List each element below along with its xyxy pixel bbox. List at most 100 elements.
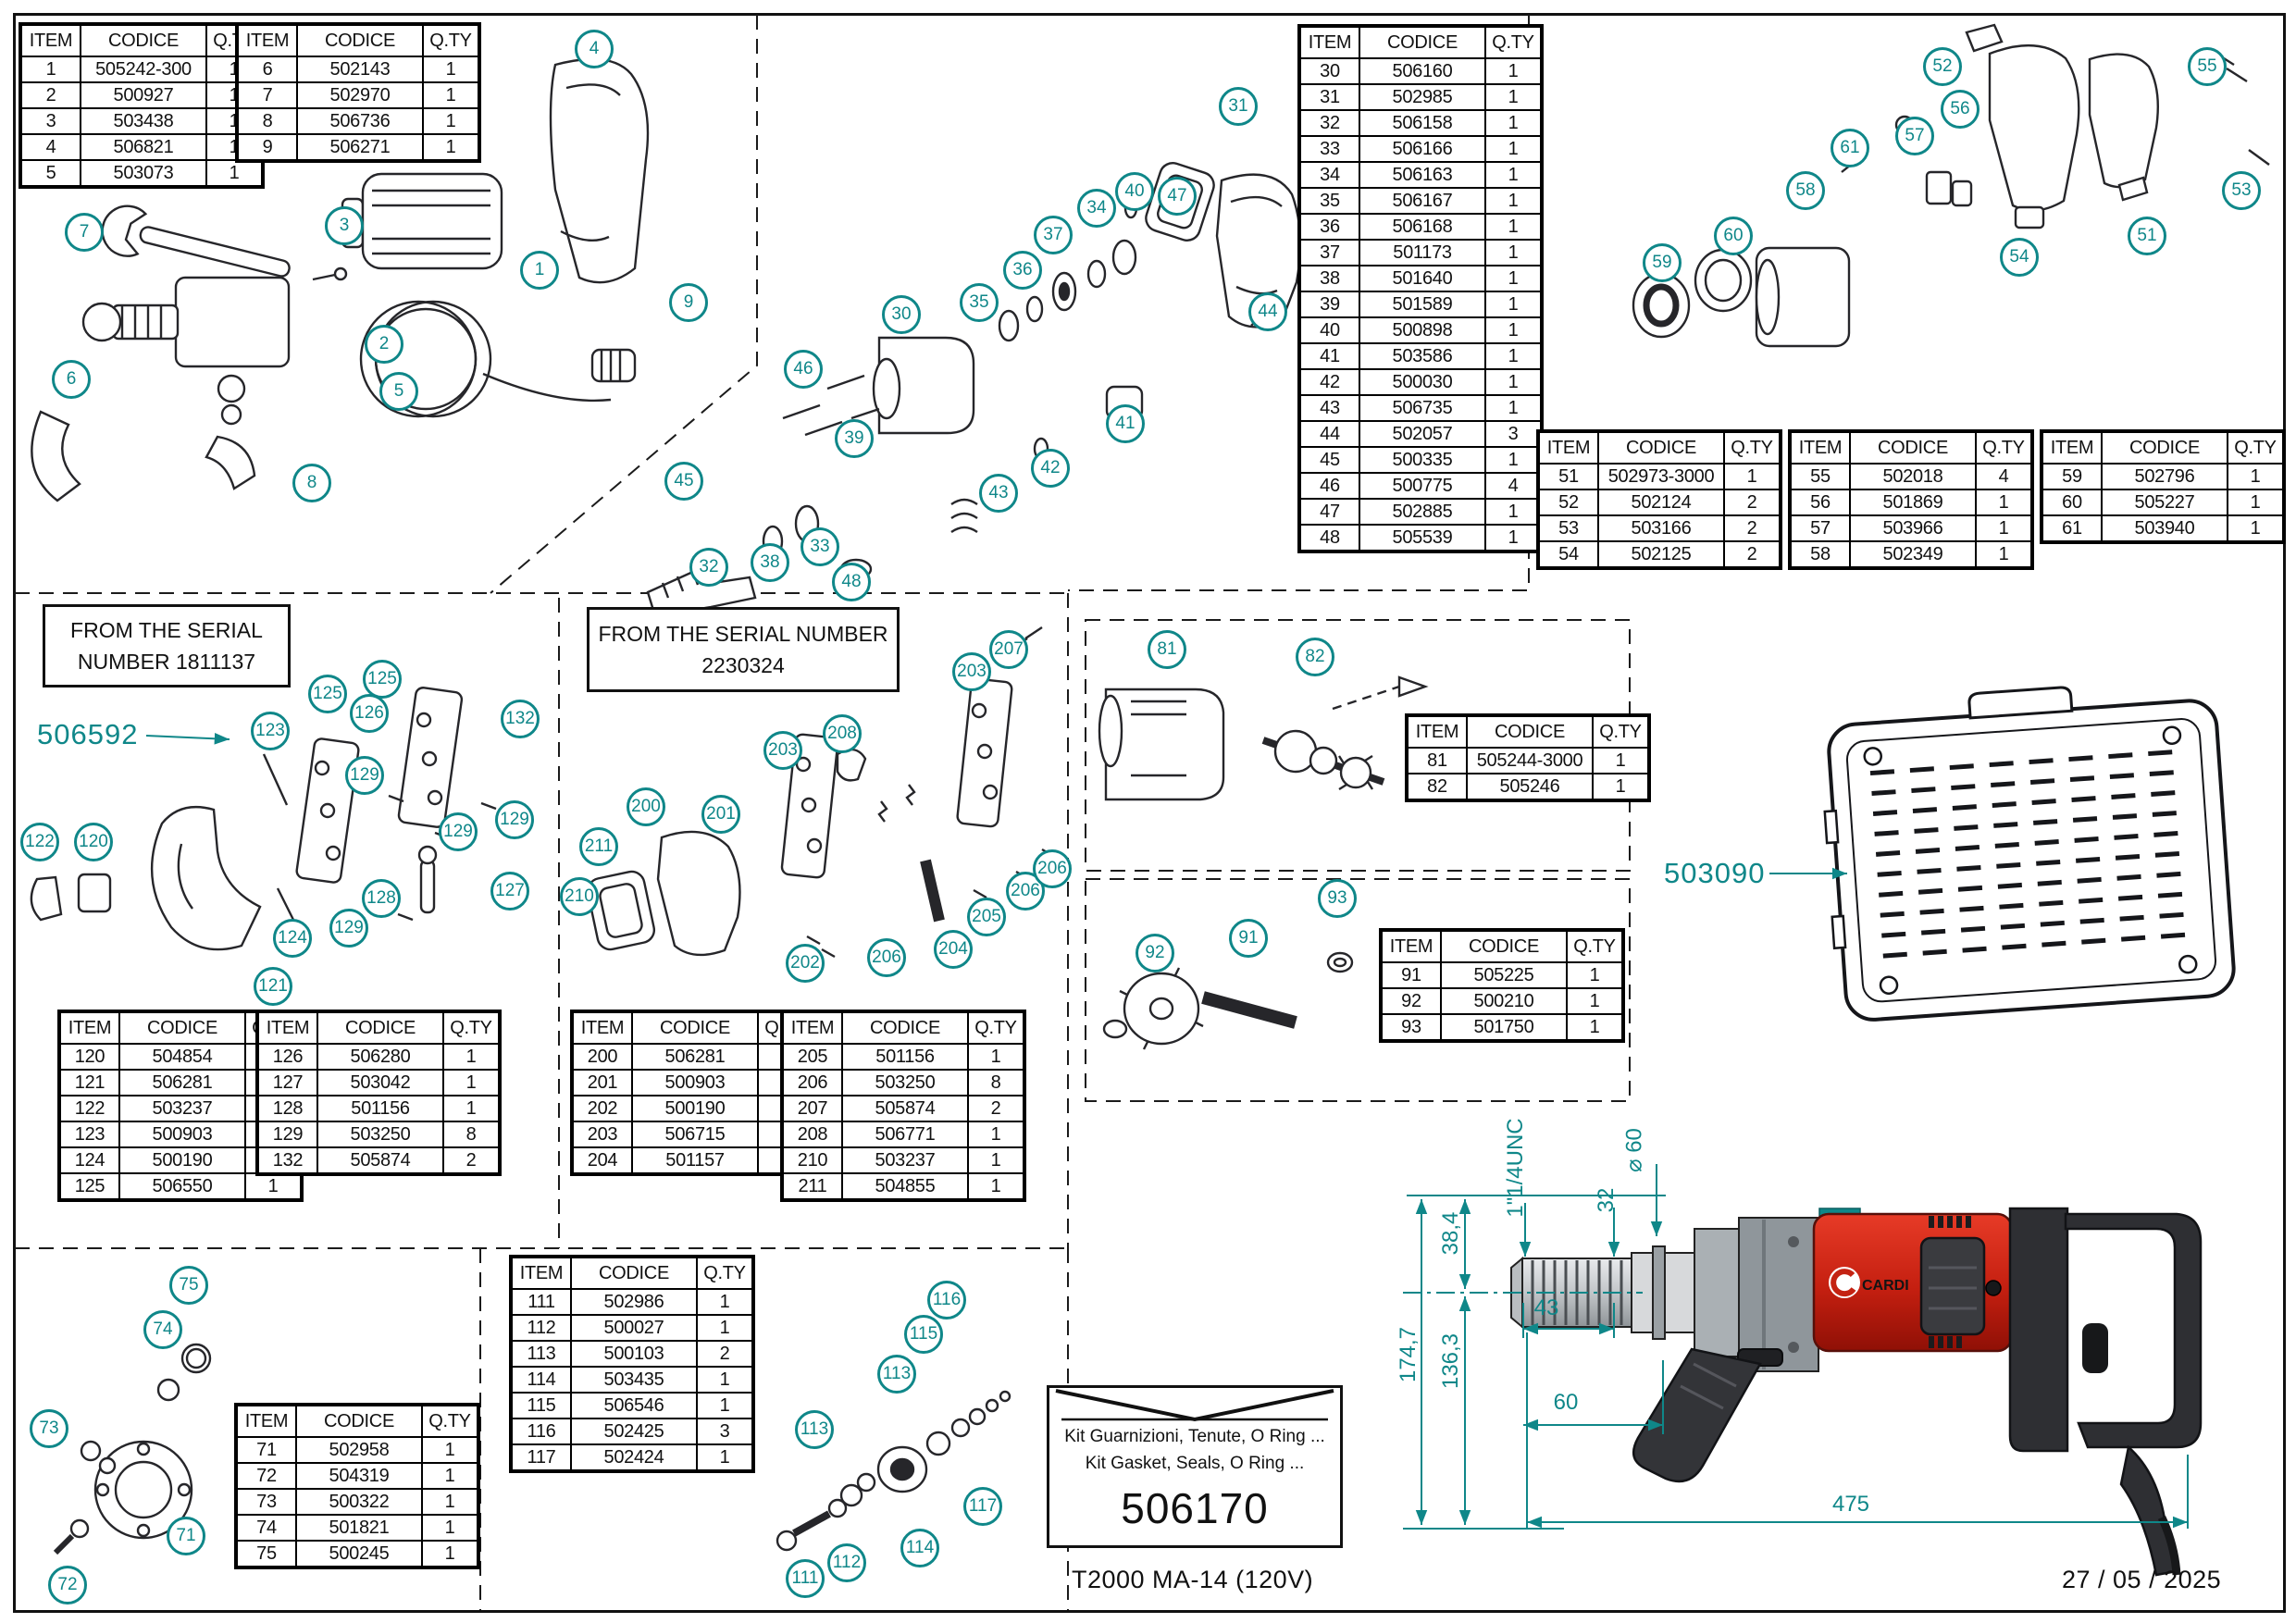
serial-note-line: NUMBER 1811137 xyxy=(77,650,256,674)
balloon-60: 60 xyxy=(1714,217,1753,255)
item-cell: 61 xyxy=(2042,514,2103,542)
balloon-128: 128 xyxy=(362,879,401,918)
item-cell: 127 xyxy=(257,1069,318,1096)
qty-cell: 2 xyxy=(967,1095,1024,1122)
qty-cell: 1 xyxy=(1566,961,1623,989)
codice-cell: 502425 xyxy=(570,1418,698,1445)
codice-cell: 506166 xyxy=(1359,135,1486,163)
qty-cell: 1 xyxy=(421,1514,478,1542)
item-cell: 9 xyxy=(237,133,298,161)
balloon-52: 52 xyxy=(1923,47,1962,86)
balloon-207: 207 xyxy=(989,630,1028,669)
balloon-55: 55 xyxy=(2188,47,2227,86)
codice-cell: 502124 xyxy=(1597,489,1725,516)
codice-cell: 503940 xyxy=(2101,514,2228,542)
item-cell: 46 xyxy=(1299,472,1360,500)
item-cell: 60 xyxy=(2042,489,2103,516)
qty-cell: 2 xyxy=(1723,489,1781,516)
codice-cell: 501157 xyxy=(631,1146,759,1174)
item-cell: 201 xyxy=(572,1069,633,1096)
item-cell: 45 xyxy=(1299,446,1360,474)
item-cell: 123 xyxy=(59,1121,120,1148)
item-cell: 73 xyxy=(236,1488,297,1516)
item-cell: 48 xyxy=(1299,524,1360,551)
qty-cell: 1 xyxy=(1484,394,1542,422)
codice-cell: 505227 xyxy=(2101,489,2228,516)
item-cell: 34 xyxy=(1299,161,1360,189)
balloon-122: 122 xyxy=(20,823,59,861)
balloon-202: 202 xyxy=(786,944,825,983)
column-header: ITEM xyxy=(572,1011,633,1045)
balloon-61: 61 xyxy=(1831,129,1869,167)
balloon-31: 31 xyxy=(1219,87,1258,126)
qty-cell: 1 xyxy=(1566,987,1623,1015)
balloon-35: 35 xyxy=(960,283,999,322)
codice-cell: 505539 xyxy=(1359,524,1486,551)
serial-note-line: 2230324 xyxy=(701,653,785,677)
item-cell: 58 xyxy=(1790,540,1851,568)
qty-cell: 1 xyxy=(1484,239,1542,266)
qty-cell: 3 xyxy=(1484,420,1542,448)
sheet-border xyxy=(13,13,2286,1613)
column-header: Q.TY xyxy=(1566,930,1623,963)
qty-cell: 1 xyxy=(967,1043,1024,1071)
column-header: Q.TY xyxy=(422,24,479,57)
codice-cell: 503966 xyxy=(1849,514,1977,542)
item-cell: 93 xyxy=(1381,1013,1442,1041)
qty-cell: 1 xyxy=(421,1462,478,1490)
item-cell: 114 xyxy=(511,1366,572,1394)
qty-cell: 1 xyxy=(442,1043,500,1071)
item-cell: 42 xyxy=(1299,368,1360,396)
codice-cell: 502349 xyxy=(1849,540,1977,568)
codice-cell: 501589 xyxy=(1359,291,1486,318)
balloon-59: 59 xyxy=(1643,243,1682,282)
codice-cell: 506281 xyxy=(631,1043,759,1071)
codice-cell: 501750 xyxy=(1440,1013,1568,1041)
item-cell: 31 xyxy=(1299,83,1360,111)
qty-cell: 3 xyxy=(696,1418,753,1445)
qty-cell: 1 xyxy=(421,1540,478,1567)
qty-cell: 1 xyxy=(205,159,263,187)
codice-cell: 502018 xyxy=(1849,463,1977,490)
codice-cell: 501173 xyxy=(1359,239,1486,266)
balloon-58: 58 xyxy=(1786,171,1825,210)
codice-cell: 506158 xyxy=(1359,109,1486,137)
item-cell: 122 xyxy=(59,1095,120,1122)
codice-cell: 506280 xyxy=(316,1043,444,1071)
codice-cell: 501156 xyxy=(841,1043,969,1071)
drawing-date: 27 / 05 / 2025 xyxy=(2062,1566,2222,1593)
dim-475: 475 xyxy=(1831,1492,1870,1517)
qty-cell: 1 xyxy=(442,1095,500,1122)
codice-cell: 506715 xyxy=(631,1121,759,1148)
column-header: ITEM xyxy=(782,1011,843,1045)
code-label-503090: 503090 xyxy=(1664,857,1766,889)
item-cell: 40 xyxy=(1299,316,1360,344)
item-cell: 1 xyxy=(20,56,81,83)
codice-cell: 500335 xyxy=(1359,446,1486,474)
item-cell: 92 xyxy=(1381,987,1442,1015)
